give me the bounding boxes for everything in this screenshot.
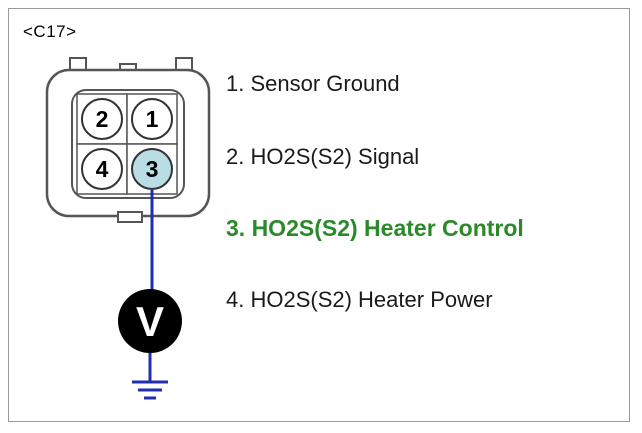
pin-label: 2 <box>96 106 109 132</box>
pin-label: 3 <box>146 156 159 182</box>
pin-label: 1 <box>146 106 159 132</box>
connector-key <box>117 211 143 223</box>
pin-circle-3 <box>131 148 173 190</box>
pin-circle-4 <box>81 148 123 190</box>
voltmeter-icon: V <box>118 289 182 353</box>
voltmeter-symbol: V <box>136 298 164 345</box>
voltmeter-circle <box>118 289 182 353</box>
pin-label: 4 <box>96 156 109 182</box>
pin-circle-2 <box>81 98 123 140</box>
ground-symbol-icon <box>132 380 168 400</box>
connector-id-label: <C17> <box>23 22 77 41</box>
pin-legend-item-3: 3. HO2S(S2) Heater Control <box>226 215 524 241</box>
pin-legend-item-2: 2. HO2S(S2) Signal <box>226 144 420 169</box>
pin-legend-item-1: 1. Sensor Ground <box>226 71 400 96</box>
connector-body: 2 1 4 3 <box>45 57 211 223</box>
pin-circle-1 <box>131 98 173 140</box>
pin-legend-item-4: 4. HO2S(S2) Heater Power <box>226 287 493 312</box>
